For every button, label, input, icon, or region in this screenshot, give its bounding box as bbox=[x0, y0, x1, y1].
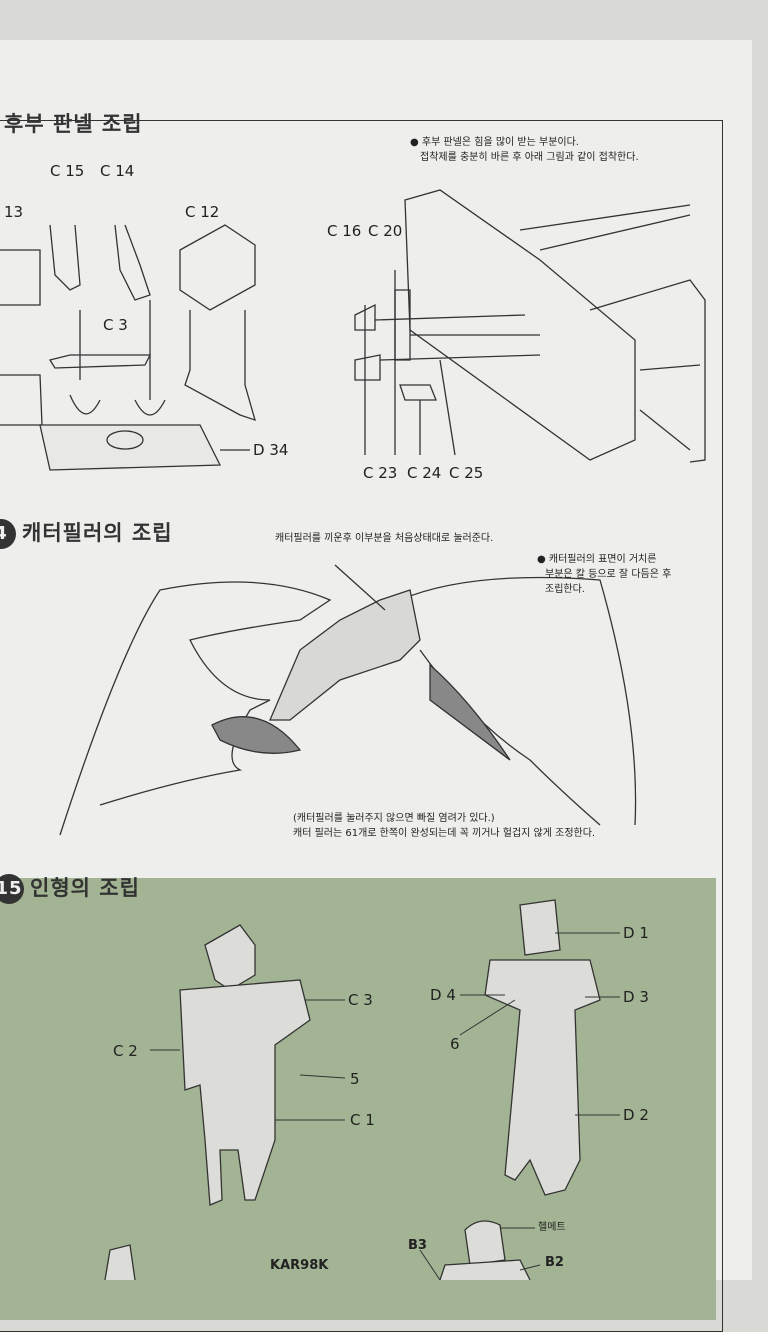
part-label: D 3 bbox=[623, 988, 649, 1006]
part-label: D 34 bbox=[253, 441, 289, 459]
step-number: 4 bbox=[0, 519, 16, 549]
part-label: D 2 bbox=[623, 1106, 649, 1124]
part-label: C 14 bbox=[100, 162, 135, 180]
helmet-label: 헬메트 bbox=[538, 1222, 566, 1233]
section-14-note-line3: 조립한다. bbox=[545, 584, 585, 595]
section-13-note-line2: 접착제를 충분히 바른 후 아래 그림과 같이 접착한다. bbox=[420, 152, 639, 163]
caterpillar-instruction: 캐터 필러는 61개로 한쪽이 완성되는데 꼭 끼거나 헐겁지 않게 조정한다. bbox=[293, 828, 596, 839]
part-label: 5 bbox=[350, 1070, 360, 1088]
assembly-drawings bbox=[0, 189, 706, 1280]
section-14-note-line2: 부분은 칼 등으로 잘 다듬은 후 bbox=[545, 569, 672, 580]
part-label: C 23 bbox=[363, 464, 398, 482]
part-label: D 4 bbox=[430, 986, 456, 1004]
caterpillar-hands-drawing bbox=[59, 564, 637, 836]
part-label: C 25 bbox=[449, 464, 484, 482]
part-label: C 1 bbox=[350, 1111, 375, 1129]
section-13-note-line1: ● 후부 판넬은 힘을 많이 받는 부분이다. bbox=[410, 137, 579, 148]
rear-panel-left-drawing bbox=[0, 224, 256, 471]
section-15-title: 인형의 조립 bbox=[30, 876, 140, 900]
part-label: C 3 bbox=[103, 316, 128, 334]
part-label: C 20 bbox=[368, 222, 403, 240]
step-number: 15 bbox=[0, 874, 24, 904]
part-label: C 16 bbox=[327, 222, 362, 240]
instruction-sheet bbox=[0, 40, 752, 1332]
section-14-note-line1: ● 캐터필러의 표면이 거치른 bbox=[537, 554, 657, 565]
section-14-title: 캐터필러의 조립 bbox=[22, 521, 173, 545]
part-label: B2 bbox=[545, 1255, 564, 1270]
part-label: 13 bbox=[4, 203, 24, 221]
part-label: D 1 bbox=[623, 924, 649, 942]
leader-lines bbox=[150, 932, 620, 1280]
section-13-title: 후부 판넬 조립 bbox=[4, 112, 143, 136]
figure-drawings bbox=[104, 899, 601, 1280]
section-15-background bbox=[0, 878, 716, 1320]
part-label: C 24 bbox=[407, 464, 442, 482]
part-label: C 12 bbox=[185, 203, 220, 221]
part-label: B3 bbox=[408, 1238, 427, 1253]
part-label: C 3 bbox=[348, 991, 373, 1009]
part-label: 6 bbox=[450, 1035, 460, 1053]
caterpillar-warning: (캐터필러를 눌러주지 않으면 빠질 염려가 있다.) bbox=[293, 813, 495, 824]
caterpillar-callout: 캐터필러를 끼운후 이부분을 처음상태대로 눌러준다. bbox=[275, 533, 494, 544]
rifle-label: KAR98K bbox=[270, 1258, 329, 1273]
part-label: C 2 bbox=[113, 1042, 138, 1060]
rear-panel-right-drawing bbox=[354, 189, 706, 463]
part-label: C 15 bbox=[50, 162, 85, 180]
